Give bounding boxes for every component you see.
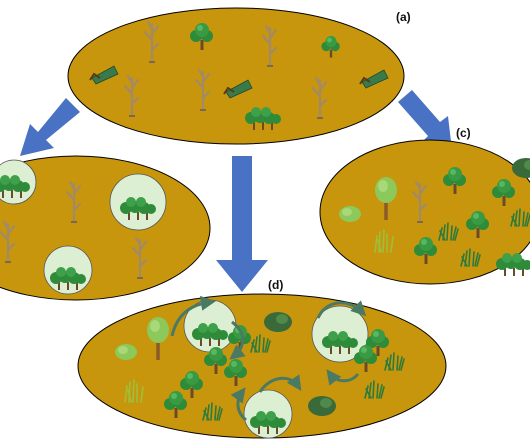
- shrub-icon: [339, 206, 361, 222]
- cycle-arrow-icon: [258, 374, 302, 393]
- cycle-arrow-icon: [170, 295, 216, 337]
- cycle-arrow-icon: [230, 387, 248, 422]
- arrow-to-panel-b: [20, 98, 80, 156]
- panel-d-label: (d): [268, 278, 284, 292]
- shrub-icon: [264, 312, 292, 332]
- arrow-to-panel-d: [216, 156, 268, 292]
- panel-c-ground: [319, 139, 530, 285]
- panel-a-label: (a): [396, 10, 411, 24]
- panel-a-ground: [67, 7, 405, 145]
- panel-d-elements: [115, 295, 405, 439]
- shrub-icon: [115, 344, 137, 360]
- cycle-arrow-icon: [229, 320, 246, 360]
- shrub-icon: [308, 396, 336, 416]
- arrow-to-panel-c: [398, 90, 452, 150]
- cycle-arrow-icon: [326, 369, 360, 386]
- panel-c-label: (c): [456, 126, 471, 140]
- panel-b-elements: [0, 159, 167, 295]
- cycle-arrow-icon: [316, 300, 367, 319]
